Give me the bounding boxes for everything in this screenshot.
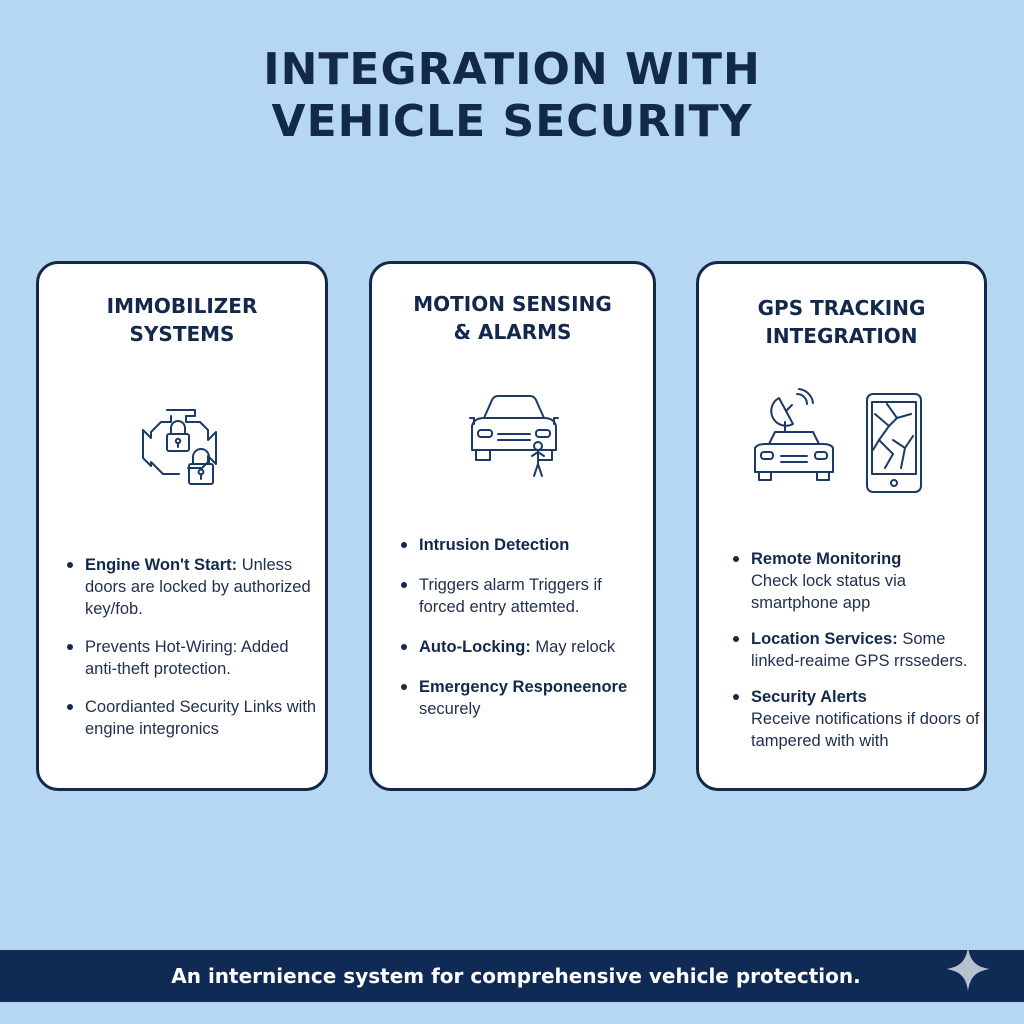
- list-item-label: Security Alerts: [751, 688, 867, 706]
- page-title: INTEGRATION WITH VEHICLE SECURITY: [0, 44, 1024, 148]
- list-item-text: Unless doors are locked by authorized ke…: [85, 556, 311, 618]
- footer-tagline: An internience system for comprehensive …: [171, 964, 861, 988]
- list-item-text: Coordianted Security Links with engine i…: [85, 698, 317, 738]
- engine-lock-icon: [142, 409, 217, 485]
- list-item-text: Prevents Hot-Wiring: Added anti-theft pr…: [85, 638, 289, 678]
- list-item: Intrusion Detection: [397, 534, 649, 556]
- sparkle-icon: [946, 947, 990, 991]
- card-title: MOTION SENSING & ALARMS: [372, 290, 653, 346]
- card-title-line-1: GPS TRACKING: [757, 296, 926, 320]
- card-title-line-2: & ALARMS: [453, 320, 572, 344]
- card-title: GPS TRACKING INTEGRATION: [699, 294, 984, 350]
- smartphone-map-icon: [866, 393, 922, 493]
- list-item: Coordianted Security Links with engine i…: [63, 696, 325, 740]
- list-item: Auto-Locking: May relock: [397, 636, 649, 658]
- card-title: IMMOBILIZER SYSTEMS: [39, 292, 325, 348]
- list-item-label: Emergency Responeenore: [419, 678, 628, 696]
- list-item-label: Remote Monitoring: [751, 550, 902, 568]
- footer-bar: An internience system for comprehensive …: [0, 950, 1024, 1002]
- card-immobilizer-systems: IMMOBILIZER SYSTEMS Engine Won't Start: …: [36, 261, 328, 791]
- list-item: Prevents Hot-Wiring: Added anti-theft pr…: [63, 636, 325, 680]
- page-title-line-2: VEHICLE SECURITY: [271, 96, 753, 147]
- card-title-line-1: MOTION SENSING: [413, 292, 612, 316]
- list-item-text: Some linked-reaime GPS rrsseders.: [751, 630, 968, 670]
- card-title-line-2: SYSTEMS: [129, 322, 235, 346]
- list-item: Triggers alarm Triggers if forced entry …: [397, 574, 649, 618]
- page-title-line-1: INTEGRATION WITH: [263, 44, 761, 95]
- list-item-text: May relock: [530, 638, 616, 656]
- list-item: Emergency Responeenore securely: [397, 676, 649, 720]
- list-item-label: Auto-Locking:: [419, 638, 531, 656]
- list-item: Location Services: Some linked-reaime GP…: [729, 628, 983, 672]
- card-gps-tracking-integration: GPS TRACKING INTEGRATION Remote Monitori…: [696, 261, 987, 791]
- list-item-text: Check lock status via smartphone app: [751, 572, 906, 612]
- list-item-label: Location Services:: [751, 630, 898, 648]
- list-item-label: Intrusion Detection: [419, 536, 570, 554]
- list-item-label: Engine Won't Start:: [85, 556, 238, 574]
- car-motion-icon: [469, 395, 559, 477]
- feature-list: Engine Won't Start: Unless doors are loc…: [63, 554, 325, 756]
- list-item-text: Triggers alarm Triggers if forced entry …: [419, 576, 602, 616]
- card-title-line-1: IMMOBILIZER: [106, 294, 258, 318]
- gps-car-icon: [754, 388, 834, 481]
- list-item-text: securely: [419, 700, 481, 718]
- card-motion-sensing-alarms: MOTION SENSING & ALARMS Intrusion Detect…: [369, 261, 656, 791]
- card-title-line-2: INTEGRATION: [765, 324, 918, 348]
- feature-list: Intrusion Detection Triggers alarm Trigg…: [397, 534, 649, 738]
- list-item: Engine Won't Start: Unless doors are loc…: [63, 554, 325, 620]
- list-item-text: Receive notifications if doors of tamper…: [751, 710, 980, 750]
